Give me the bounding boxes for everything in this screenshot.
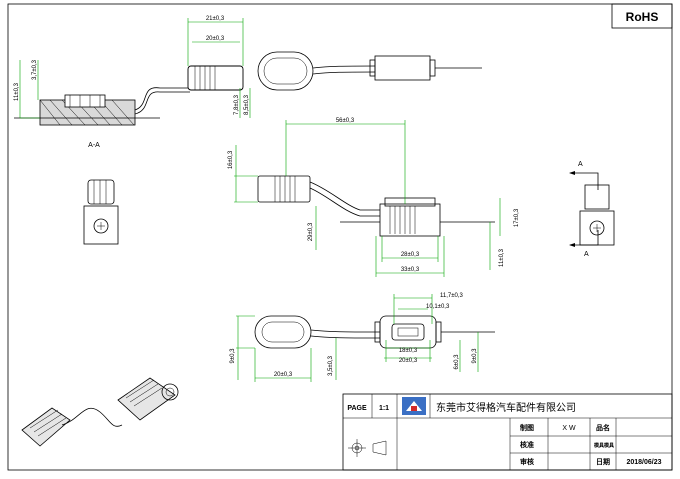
drawn-value: X W xyxy=(562,425,576,432)
left-end-view xyxy=(83,179,119,245)
part-name-label: 品名 xyxy=(596,423,610,432)
dim-9-right: 9±0,3 xyxy=(472,348,478,364)
dim-28: 28±0,3 xyxy=(401,252,420,258)
section-dimensions: 21±0,3 20±0,3 11±0,3 3,7±0,3 7,8±0,3 8,5… xyxy=(14,16,251,119)
rohs-label: RoHS xyxy=(626,10,659,24)
front-view xyxy=(257,175,495,237)
dim-11: 11±0,3 xyxy=(14,82,20,101)
dim-7-8: 7,8±0,3 xyxy=(234,94,240,115)
dim-18: 18±0,3 xyxy=(399,348,418,354)
mold-label: 模具模具 xyxy=(594,442,614,449)
dim-6: 6±0,3 xyxy=(454,354,460,370)
dim-20-top: 20±0,3 xyxy=(206,36,225,42)
view-mark-a-bottom: A xyxy=(584,251,589,258)
company-name: 东莞市艾得格汽车配件有限公司 xyxy=(436,401,576,414)
dim-11-7: 11,7±0,3 xyxy=(440,293,464,299)
isometric-view xyxy=(21,377,179,447)
date-label: 日期 xyxy=(596,457,610,466)
bottom-top-view xyxy=(254,315,495,349)
sheet-border xyxy=(7,3,673,471)
dim-20-bottom: 20±0,3 xyxy=(274,372,293,378)
right-end-view: A A xyxy=(569,161,615,258)
projection-symbol-icon xyxy=(348,439,387,457)
drawn-label: 制图 xyxy=(520,423,534,432)
title-block: PAGE 1:1 东莞市艾得格汽车配件有限公司 制图 X W 品名 核准 模具模… xyxy=(342,393,673,471)
rohs-box: RoHS xyxy=(611,3,673,29)
dim-3-7: 3,7±0,3 xyxy=(32,59,38,80)
dim-33: 33±0,3 xyxy=(401,267,420,273)
dim-29: 29±0,3 xyxy=(308,222,314,241)
dim-16: 16±0,3 xyxy=(228,150,234,169)
dim-11-right: 11±0,3 xyxy=(499,248,505,267)
section-a-a-view: A-A xyxy=(14,65,244,149)
dim-8-5: 8,5±0,3 xyxy=(244,94,250,115)
page-label: PAGE xyxy=(347,405,367,412)
company-logo-icon xyxy=(402,397,426,415)
dim-9: 9±0,3 xyxy=(230,348,236,364)
review-label: 审核 xyxy=(520,457,534,466)
view-mark-a-top: A xyxy=(578,161,583,168)
check-label: 核准 xyxy=(520,440,534,449)
scale-value: 1:1 xyxy=(379,405,389,412)
top-side-view xyxy=(257,51,482,91)
dim-10-1: 10,1±0,3 xyxy=(426,304,450,310)
dim-20-mid: 20±0,3 xyxy=(399,358,418,364)
section-a-a-label: A-A xyxy=(88,142,100,149)
dim-21: 21±0,3 xyxy=(206,16,225,22)
bottom-dimensions: 11,7±0,3 10,1±0,3 9±0,3 20±0,3 3,5±0,3 1… xyxy=(230,293,479,382)
dim-3-5: 3,5±0,3 xyxy=(328,355,334,376)
front-dimensions: 56±0,3 16±0,3 29±0,3 17±0,3 11±0,3 28±0,… xyxy=(228,118,520,277)
dim-17: 17±0,3 xyxy=(514,208,520,227)
date-value: 2018/06/23 xyxy=(626,459,661,466)
dim-56: 56±0,3 xyxy=(336,118,355,124)
